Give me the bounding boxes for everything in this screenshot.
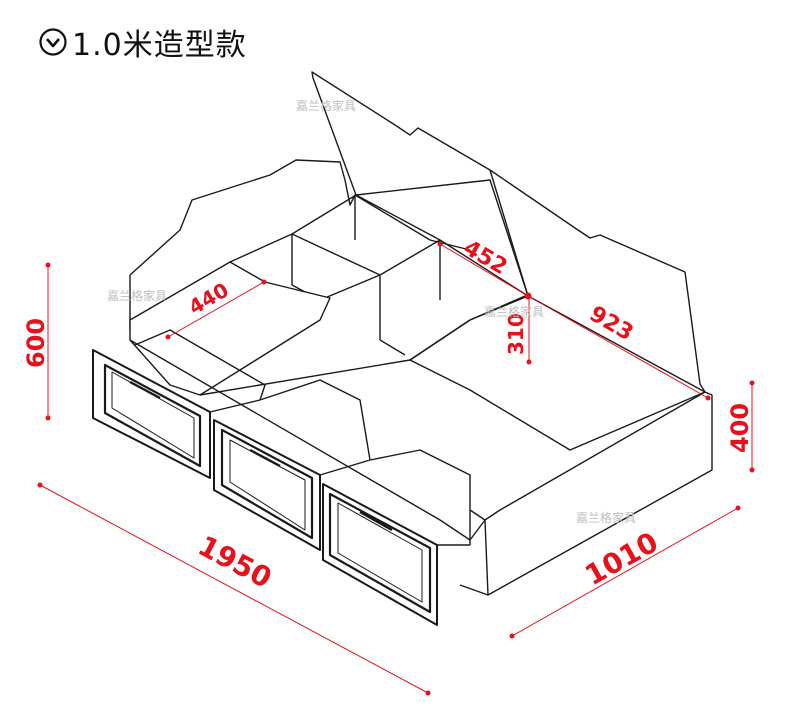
chevron-down-circle-icon bbox=[39, 28, 67, 56]
dim-storage-depth: 310 bbox=[504, 313, 528, 355]
dim-compartment-width: 452 bbox=[459, 236, 511, 281]
page-title: 1.0米造型款 bbox=[38, 20, 247, 64]
dim-height-head: 600 bbox=[22, 318, 50, 368]
bed-top-surface bbox=[129, 261, 331, 396]
watermark: 嘉兰格家具 bbox=[484, 304, 544, 319]
drawer-1 bbox=[92, 349, 211, 479]
watermark: 嘉兰格家具 bbox=[296, 98, 356, 113]
title-text: 1.0米造型款 bbox=[72, 28, 247, 63]
drawer-3 bbox=[322, 483, 438, 626]
watermark: 嘉兰格家具 bbox=[107, 288, 167, 303]
back-headboard bbox=[129, 159, 471, 276]
drawer-2 bbox=[213, 419, 321, 551]
dimension-markers bbox=[37, 241, 755, 696]
watermark: 嘉兰格家具 bbox=[576, 510, 636, 525]
dim-length: 1950 bbox=[193, 529, 277, 595]
dim-height-foot: 400 bbox=[726, 403, 754, 453]
